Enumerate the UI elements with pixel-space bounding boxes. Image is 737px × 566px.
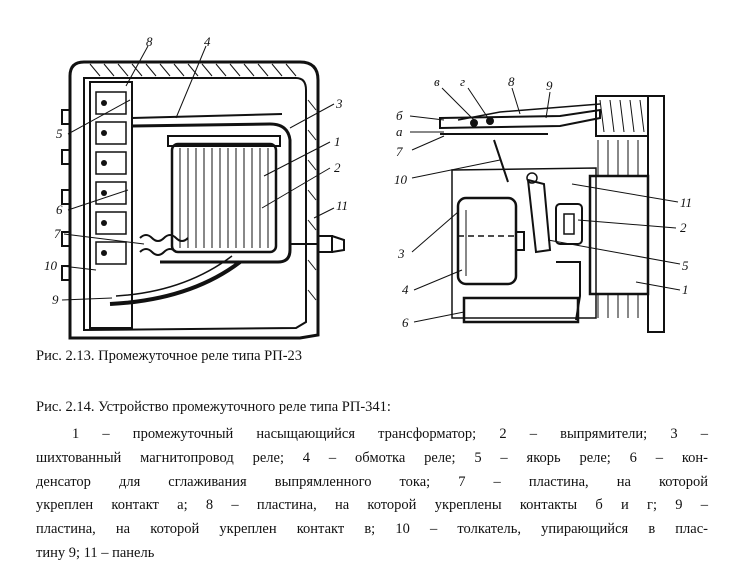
figures-area: 8 4 3 1 2 5 6 11 7 10 9 [44,34,692,340]
fig213-label-2: 2 [334,160,341,175]
legend-line: денсатор для сглаживания выпрямленного т… [36,473,708,490]
fig214-label-a: а [396,124,403,139]
fig213-label-1: 1 [334,134,341,149]
fig213-label-8: 8 [146,34,153,49]
legend-line: 1 – промежуточный насыщающийся трансформ… [72,426,708,442]
fig214-label-6: 6 [402,315,409,330]
fig213-label-4: 4 [204,34,211,49]
fig214-label-8: 8 [508,74,515,89]
figure-2-13-drawing [61,45,345,340]
legend-line: пластина, на которой укреплен контакт в;… [36,521,708,538]
fig213-label-7: 7 [54,226,61,241]
relay-drawings: 8 4 3 1 2 5 6 11 7 10 9 [44,34,692,340]
fig214-label-9: 9 [546,78,553,93]
figure-2-14-legend: 1 – промежуточный насыщающийся трансформ… [36,423,708,566]
fig214-label-4: 4 [402,282,409,297]
fig214-label-1: 1 [682,282,689,297]
figure-2-13-caption: Рис. 2.13. Промежуточное реле типа РП-23 [36,348,303,364]
fig213-label-9: 9 [52,292,59,307]
fig214-label-3: 3 [397,246,405,261]
legend-line: тину 9; 11 – панель [36,544,155,561]
fig214-label-b: б [396,108,403,123]
fig214-label-11: 11 [680,195,692,210]
fig213-label-6: 6 [56,202,63,217]
fig213-label-10: 10 [44,258,58,273]
fig213-label-11: 11 [336,198,348,213]
figure-2-14-caption: Рис. 2.14. Устройство промежуточного рел… [36,399,391,415]
fig213-label-5: 5 [56,126,63,141]
legend-line: укреплен контакт а; 8 – пластина, на кот… [36,497,708,514]
legend-line: шихтованный магнитопровод реле; 4 – обмо… [36,449,708,466]
fig213-label-3: 3 [335,96,343,111]
fig214-label-5: 5 [682,258,689,273]
figure-2-14-labels: в г 8 9 б а 7 10 11 2 3 5 4 1 6 [394,74,692,330]
fig214-label-7: 7 [396,144,403,159]
fig214-label-v: в [434,74,440,89]
fig214-label-g: г [460,74,465,89]
figure-2-13-labels: 8 4 3 1 2 5 6 11 7 10 9 [44,34,348,307]
fig214-label-2: 2 [680,220,687,235]
figure-2-14-drawing [409,87,681,333]
fig214-label-10: 10 [394,172,408,187]
